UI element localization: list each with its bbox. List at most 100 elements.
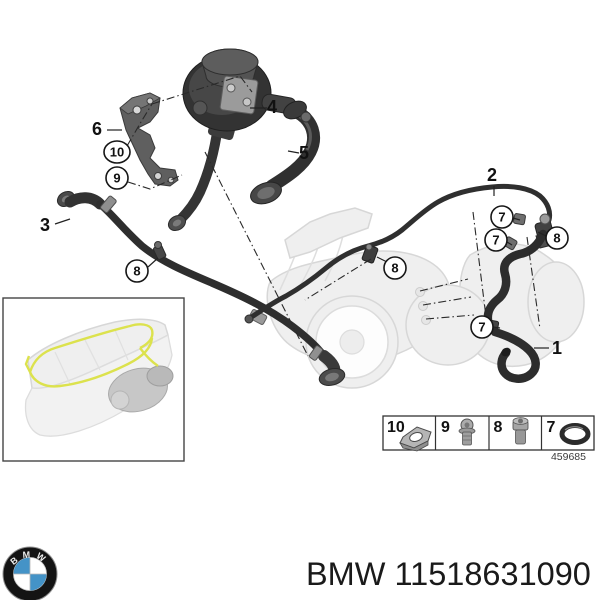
callout-fastener-7-top: 7 [490, 205, 514, 229]
hose3-stub-cap [154, 241, 162, 249]
coolant-hose-part-3 [56, 190, 346, 386]
callout-fastener-7-mid: 7 [484, 228, 508, 252]
ghost-manifold-flange [284, 207, 373, 259]
water-pump-part-4 [167, 48, 297, 232]
socket-head-screw-icon [512, 417, 529, 445]
pipe2-left-end [244, 314, 254, 324]
callout-number: 10 [110, 145, 124, 160]
ghost-coolant-port [415, 287, 425, 297]
leader-7-mid [506, 241, 513, 246]
inset-location-box [2, 297, 185, 462]
legend-table: 10 9 8 [382, 415, 595, 452]
hose3-end-clamp [308, 345, 324, 361]
callout-number: 8 [553, 231, 560, 246]
leader-8-left [147, 257, 159, 268]
pump-hose-flange-bore [172, 219, 182, 227]
hose3-end-bore [325, 372, 339, 382]
pipe2-tube [247, 183, 553, 321]
ghost-inlet-hub [339, 329, 365, 355]
screw-shaft [515, 429, 526, 445]
callout-bubble [545, 226, 569, 250]
hose5-top-fitting [283, 100, 307, 120]
callout-number: 8 [133, 264, 140, 279]
leader-8-mid [376, 256, 388, 263]
callout-fastener-9: 9 [105, 166, 129, 190]
bracket-body [119, 92, 179, 187]
bracket-part-6 [119, 92, 179, 187]
callout-number: 7 [478, 320, 485, 335]
callout-number: 7 [492, 233, 499, 248]
hose1-lower-loop [490, 327, 540, 383]
dashdot-leader [126, 103, 153, 147]
leader-7-top [512, 217, 521, 221]
callout-fastener-8-left: 8 [125, 259, 149, 283]
callout-part-6: 6 [92, 119, 102, 139]
inset-rib [84, 339, 101, 371]
callout-part-5: 5 [299, 143, 309, 163]
bmw-logo: BMW [2, 546, 58, 600]
ghost-coolant-port [418, 301, 428, 311]
callout-fastener-7-bottom: 7 [470, 315, 494, 339]
leader-lines [54, 75, 549, 357]
flange-bolt-icon [458, 418, 476, 446]
hose1-open-end [501, 347, 511, 357]
inset-turbo-inlet [146, 365, 174, 387]
inset-highlight-hose [24, 323, 159, 388]
hose5-flange-bore [257, 186, 275, 200]
coolant-hose-part-5 [250, 100, 320, 205]
callout-fastener-8-right: 8 [545, 226, 569, 250]
retaining-clip-icon [399, 426, 432, 452]
callouts: 4 6 3 5 2 1 10 9 8 8 7 7 [40, 97, 569, 358]
dashdot-leader [204, 151, 309, 357]
ghost-coolant-port [421, 315, 431, 325]
pump-left-port [192, 100, 208, 116]
callout-bubble [490, 205, 514, 229]
inset-highlight-end [24, 355, 32, 373]
pump-mount-bolt [242, 97, 252, 107]
legend-number: 7 [547, 419, 556, 436]
o-ring-sheen [564, 426, 584, 431]
leader-5 [287, 150, 300, 154]
callout-bubble [484, 228, 508, 252]
part-number-caption: BMW 11518631090 [306, 556, 591, 592]
inset-turbo-hub [110, 390, 130, 410]
screw-torx [518, 418, 523, 424]
bolt-torx [464, 422, 470, 428]
bracket-hole [154, 172, 162, 180]
callout-fastener-10: 10 [103, 140, 131, 164]
dashdot-projection [472, 211, 488, 326]
legend-number: 9 [441, 419, 450, 436]
inset-highlight-turbo-loop [139, 347, 159, 367]
callout-number: 9 [113, 171, 120, 186]
dashdot-leader [304, 258, 372, 301]
inset-rib [114, 329, 129, 361]
legend-cell-9: 9 [441, 418, 476, 446]
hose1-upper [483, 229, 548, 325]
legend-number: 10 [387, 419, 405, 436]
dashdot-leader [127, 174, 183, 190]
hose3-elbow [64, 192, 106, 210]
callout-number: 7 [498, 210, 505, 225]
callout-bubble [105, 166, 129, 190]
hose3-tube [96, 200, 328, 360]
pump-top-face [201, 48, 259, 76]
callout-bubble [125, 259, 149, 283]
bracket-hole [132, 105, 142, 115]
callout-part-4: 4 [267, 97, 277, 117]
clip-hole [409, 432, 423, 442]
callout-number: 8 [391, 261, 398, 276]
callout-bubble [103, 140, 131, 164]
callout-part-3: 3 [40, 215, 50, 235]
inset-rib [54, 351, 71, 385]
inset-highlight-upper [28, 323, 154, 373]
leader-8-right [537, 231, 547, 237]
clip-front-lip [399, 440, 429, 452]
callout-fastener-8-mid: 8 [383, 256, 407, 280]
callout-part-2: 2 [487, 165, 497, 185]
legend-cell-7: 7 [547, 419, 591, 445]
bracket-hole [146, 97, 154, 105]
pipe2-banjo-bolt [539, 213, 551, 225]
drawing-number: 459685 [551, 451, 586, 463]
bolt-shaft [462, 431, 472, 446]
